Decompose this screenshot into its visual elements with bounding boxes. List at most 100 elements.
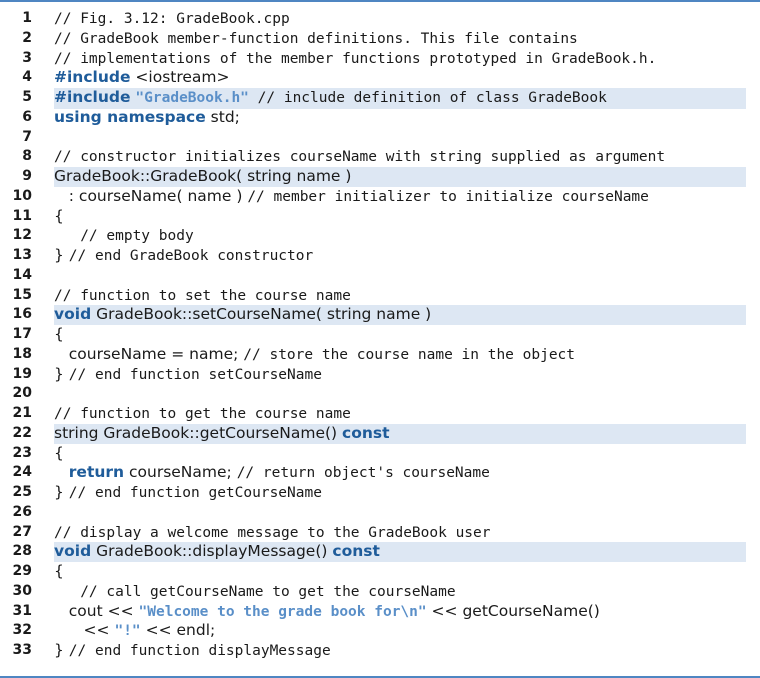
- code-listing: 1 // Fig. 3.12: GradeBook.cpp 2// GradeBoo…: [0, 9, 760, 661]
- code-text: void GradeBook::setCourseName( string na…: [54, 305, 746, 325]
- code-line: 2// GradeBook member-function definition…: [0, 29, 760, 49]
- code-token-plain: string GradeBook::getCourseName(): [54, 423, 343, 442]
- code-text: using namespace std;: [54, 108, 746, 128]
- code-line: 13} // end GradeBook constructor: [0, 246, 760, 266]
- code-token-comment: // Fig. 3.12: GradeBook.cpp: [54, 11, 290, 27]
- code-text: {: [54, 444, 746, 464]
- code-line: 30 // call getCourseName to get the cour…: [0, 582, 760, 602]
- line-number: 4: [22, 69, 32, 86]
- line-number: 7: [22, 128, 32, 145]
- code-text: // constructor initializes courseName wi…: [54, 147, 746, 168]
- code-token-kw: const: [332, 542, 380, 561]
- code-text: GradeBook::GradeBook( string name ): [54, 167, 746, 187]
- code-line: 15// function to set the course name: [0, 286, 760, 306]
- line-number: 31: [12, 602, 32, 619]
- code-token-comment: // empty body: [54, 228, 194, 245]
- code-line: 10 : courseName( name ) // member initia…: [0, 187, 760, 207]
- code-text: // function to set the course name: [54, 286, 746, 307]
- code-token-plain: }: [54, 246, 69, 264]
- code-token-kw: using namespace: [54, 107, 206, 126]
- code-token-kw: #include: [54, 88, 131, 106]
- code-line: 12 // empty body: [0, 226, 760, 246]
- code-token-plain: }: [54, 364, 69, 383]
- code-line: 3// implementations of the member functi…: [0, 49, 760, 69]
- code-line: 24 return courseName; // return object's…: [0, 463, 760, 483]
- code-token-comment: // return object's courseName: [236, 465, 490, 482]
- code-text: // implementations of the member functio…: [54, 49, 746, 70]
- code-token-str: "!": [114, 623, 141, 640]
- line-number: 13: [12, 247, 32, 263]
- code-token-comment: // end function setCourseName: [68, 366, 322, 383]
- code-token-comment: // end function displayMessage: [68, 643, 331, 659]
- code-token-plain: std;: [205, 107, 240, 126]
- code-token-plain: {: [54, 443, 64, 462]
- line-number: 22: [12, 424, 32, 441]
- code-text: {: [54, 562, 746, 582]
- code-text: // empty body: [54, 226, 746, 247]
- code-text: cout << "Welcome to the grade book for\n…: [54, 602, 746, 623]
- code-token-plain: <<: [54, 621, 115, 640]
- line-number: 17: [12, 326, 32, 342]
- code-token-plain: GradeBook::setCourseName( string name ): [91, 305, 432, 324]
- code-text: // function to get the course name: [54, 404, 746, 425]
- code-line: 28 void GradeBook::displayMessage() const: [0, 542, 760, 562]
- code-token-kw: void: [54, 305, 92, 324]
- code-text: {: [54, 207, 746, 227]
- code-token-comment: // end GradeBook constructor: [68, 248, 314, 264]
- code-line: 19} // end function setCourseName: [0, 365, 760, 385]
- code-text: } // end function getCourseName: [54, 483, 746, 504]
- line-number: 14: [12, 266, 32, 283]
- code-text: return courseName; // return object's co…: [54, 463, 746, 484]
- code-text: } // end function setCourseName: [54, 365, 746, 386]
- line-number: 1: [22, 10, 32, 26]
- code-token-kw: #include: [54, 68, 131, 87]
- code-token-plain: courseName = name;: [54, 344, 244, 363]
- code-text: string GradeBook::getCourseName() const: [54, 423, 746, 444]
- code-token-plain: }: [54, 483, 69, 501]
- code-text: {: [54, 325, 746, 345]
- code-token-comment: // constructor initializes courseName wi…: [54, 149, 666, 166]
- code-line: 5#include "GradeBook.h" // include defin…: [0, 88, 760, 109]
- line-number: 8: [22, 148, 32, 165]
- code-text: << "!" << endl;: [54, 621, 746, 642]
- code-line: 14: [0, 266, 760, 286]
- code-token-comment: // function to get the course name: [54, 406, 351, 422]
- line-number: 19: [12, 365, 32, 382]
- code-line: 8 // constructor initializes courseName w…: [0, 147, 760, 167]
- line-number: 21: [12, 405, 32, 421]
- line-number: 20: [12, 385, 32, 402]
- code-line: 29 {: [0, 562, 760, 582]
- line-number: 9: [22, 168, 32, 184]
- line-number: 32: [12, 622, 32, 639]
- line-number: 33: [12, 642, 32, 658]
- code-line: 23{: [0, 444, 760, 464]
- line-number: 30: [12, 582, 32, 599]
- code-text: // call getCourseName to get the courseN…: [54, 582, 746, 603]
- code-line: 11 {: [0, 207, 760, 227]
- code-token-plain: <iostream>: [130, 68, 230, 87]
- line-number: 28: [12, 543, 32, 560]
- line-number: 27: [12, 523, 32, 540]
- code-token-plain: GradeBook::GradeBook( string name ): [54, 167, 352, 185]
- line-number: 25: [12, 484, 32, 500]
- line-number: 11: [12, 207, 32, 224]
- code-token-plain: GradeBook::displayMessage(): [91, 542, 333, 561]
- line-number: 12: [12, 227, 32, 244]
- code-line: 22 string GradeBook::getCourseName() cons…: [0, 423, 760, 444]
- code-token-str: "GradeBook.h": [135, 90, 249, 106]
- line-number: 29: [12, 563, 32, 579]
- code-token-plain: << getCourseName(): [426, 601, 600, 620]
- code-token-plain: [54, 463, 69, 481]
- code-token-plain: {: [54, 325, 64, 343]
- code-line: 33} // end function displayMessage: [0, 641, 760, 661]
- code-line: 20: [0, 384, 760, 404]
- code-line: 9 GradeBook::GradeBook( string name ): [0, 167, 760, 187]
- code-line: 21 // function to get the course name: [0, 404, 760, 424]
- code-line: 25 } // end function getCourseName: [0, 483, 760, 503]
- line-number: 26: [12, 503, 32, 520]
- code-token-str: "Welcome to the grade book for\n": [138, 603, 427, 620]
- code-token-comment: // implementations of the member functio…: [54, 50, 657, 67]
- code-token-kw: void: [54, 542, 92, 561]
- code-line: 31 cout << "Welcome to the grade book fo…: [0, 602, 760, 622]
